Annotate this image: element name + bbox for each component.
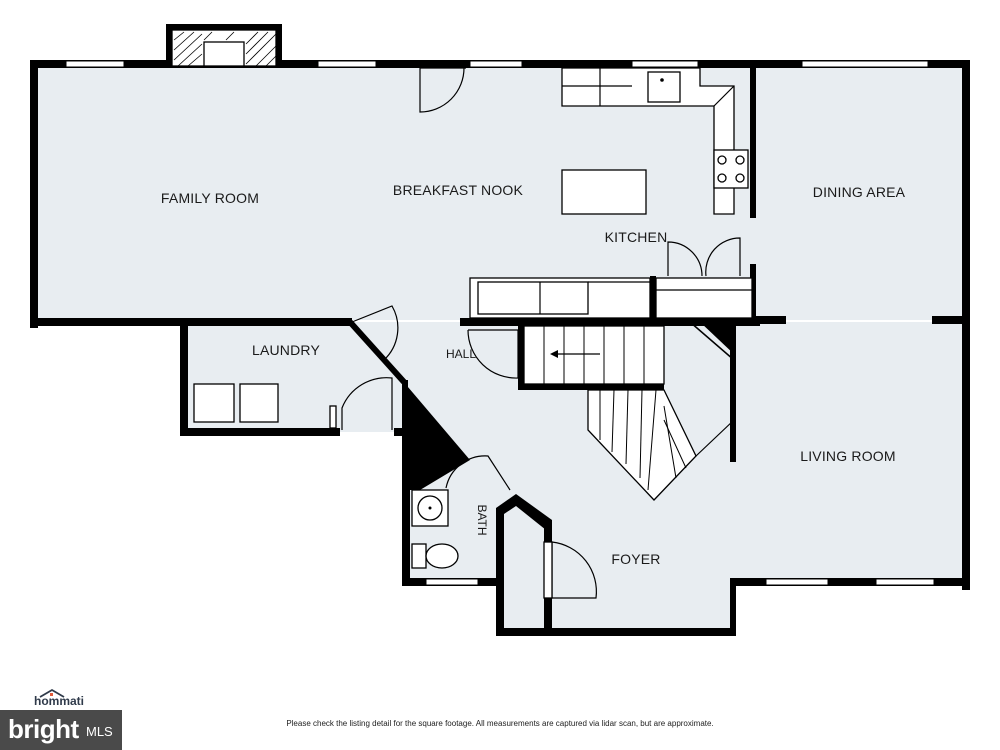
label-hall: HALL (446, 347, 476, 361)
hommati-logo-text: hommati (34, 694, 85, 708)
mls-logo-text: MLS (86, 724, 113, 739)
window-family-1 (65, 60, 125, 68)
laundry-appliances (193, 383, 279, 423)
burner-2 (735, 155, 745, 165)
dining-kitchen-wall-low (750, 264, 756, 324)
label-foyer: FOYER (611, 551, 660, 567)
diagonal-walls (347, 319, 735, 385)
room-labels: FAMILY ROOM BREAKFAST NOOK KITCHEN DININ… (161, 182, 906, 567)
dining-kitchen-wall (750, 68, 756, 218)
bright-logo-text: bright (8, 714, 79, 744)
dining-bottom-left (754, 316, 786, 324)
laundry-bottom-wall (180, 428, 340, 436)
label-laundry: LAUNDRY (252, 342, 321, 358)
window-dining (801, 60, 929, 68)
fireplace-wall-right (276, 24, 282, 68)
fireplace (171, 29, 277, 67)
stair-bottom-wall (518, 382, 664, 390)
door-bath (445, 455, 511, 491)
sink-faucet (660, 78, 664, 82)
stair-corner-wedge (700, 322, 736, 356)
fireplace-box (203, 41, 245, 67)
dryer (239, 383, 279, 423)
foyer-closet-stub (544, 524, 552, 542)
left-wall-upper (30, 60, 38, 328)
foyer-door-jamb (543, 541, 553, 599)
door-laundry-inner (341, 377, 393, 430)
door-pantry-left (667, 241, 703, 277)
stairs (523, 325, 735, 501)
hommati-roof-icon (39, 688, 65, 698)
label-dining-area: DINING AREA (813, 184, 906, 200)
kitchen-island (561, 169, 647, 215)
window-family-2 (317, 60, 377, 68)
measurement-disclaimer: Please check the listing detail for the … (286, 719, 714, 728)
label-living-room: LIVING ROOM (800, 448, 896, 464)
window-living-1 (765, 578, 829, 586)
stair-left-wall (518, 322, 524, 388)
living-left-wall (730, 322, 736, 462)
kitchen-counters (469, 67, 753, 319)
stair-diagonal (689, 321, 735, 361)
closet-wedge (402, 380, 470, 490)
family-bottom-wall (30, 318, 352, 326)
stair-arrow-icon (550, 350, 558, 358)
dining-bottom-right (932, 316, 970, 324)
laundry-door-stop (329, 405, 337, 429)
floor-dining (754, 66, 966, 320)
label-kitchen: KITCHEN (605, 229, 668, 245)
door-foyer (551, 541, 597, 599)
bright-mls-logo: bright MLS (0, 710, 122, 750)
right-wall (962, 60, 970, 590)
bath-fixtures (411, 489, 459, 569)
counter-inset (477, 281, 589, 315)
kitchen-sink (647, 71, 681, 103)
door-pantry-right (705, 237, 741, 277)
burner-1 (717, 155, 727, 165)
laundry-bottom-right (394, 428, 408, 436)
window-nook (469, 60, 523, 68)
door-laundry-diag (351, 305, 399, 361)
hall-top-wall (460, 318, 760, 326)
stair-straight-run (523, 325, 665, 385)
foyer-bottom-wall (496, 628, 736, 636)
living-bottom-wall (730, 578, 970, 586)
door-nook (419, 67, 465, 113)
pantry-cabinet (655, 277, 753, 319)
toilet-bowl (425, 543, 459, 569)
window-kitchen (631, 60, 699, 68)
stair-winder (587, 389, 697, 501)
foyer-closet-wall (496, 494, 552, 632)
door-hall-closet (467, 329, 519, 379)
burner-3 (717, 173, 727, 183)
washer (193, 383, 235, 423)
window-living-2 (875, 578, 935, 586)
floor-living (734, 322, 966, 582)
burner-4 (735, 173, 745, 183)
label-bath: BATH (475, 504, 489, 535)
windows (65, 60, 935, 586)
laundry-left-wall (180, 322, 188, 436)
bath-left-wall (402, 430, 410, 586)
window-bath (425, 578, 479, 586)
fireplace-wall-left (166, 24, 172, 68)
kitchen-range (713, 149, 749, 189)
label-family-room: FAMILY ROOM (161, 190, 259, 206)
hommati-logo: hommati (34, 688, 98, 710)
pantry-wall (650, 276, 656, 324)
kitchen-l-counter (561, 67, 735, 215)
toilet-tank (411, 543, 427, 569)
hall-diagonal-wall (347, 319, 407, 385)
living-left-low (730, 578, 736, 636)
foyer-closet-stub2 (544, 598, 552, 632)
doors (329, 67, 741, 599)
fireplace-wall-top (166, 24, 282, 30)
label-breakfast-nook: BREAKFAST NOOK (393, 182, 524, 198)
